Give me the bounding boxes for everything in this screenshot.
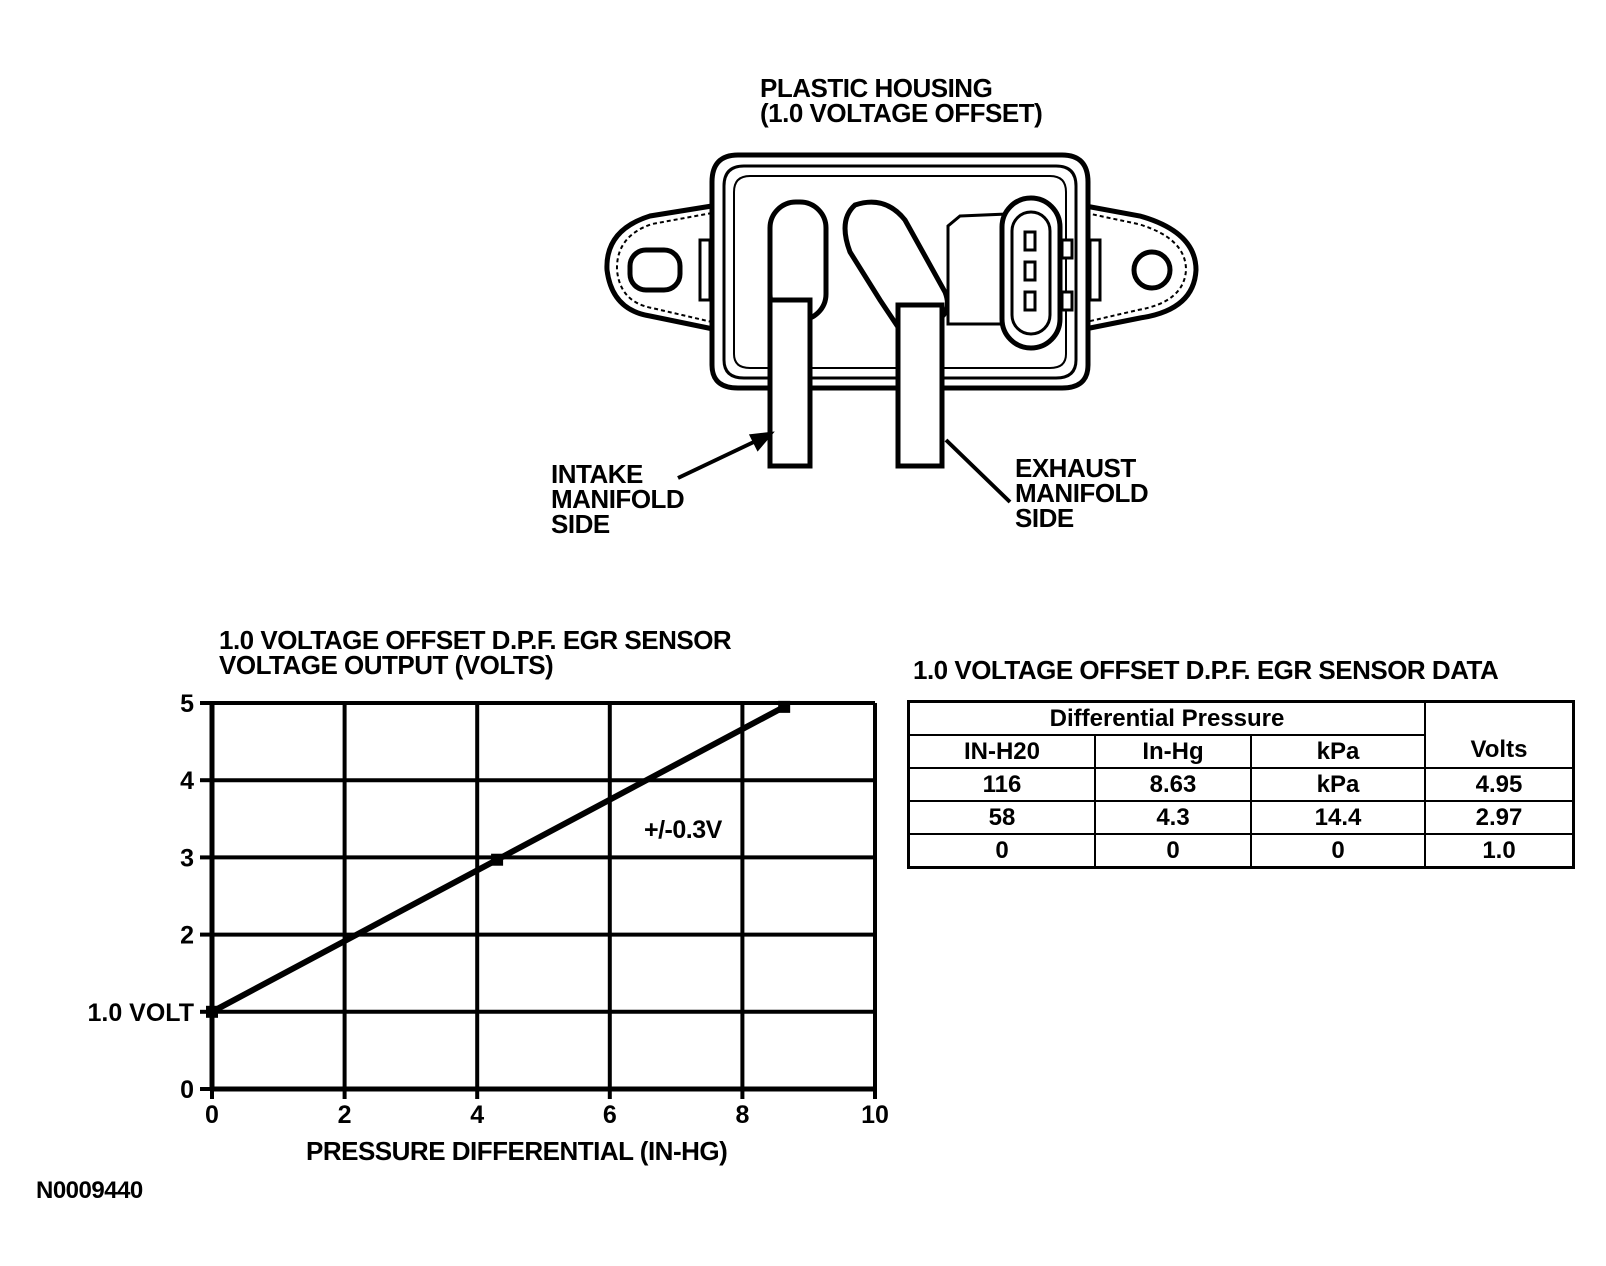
exhaust-port <box>842 199 950 469</box>
y-tick-label: 2 <box>180 922 194 950</box>
table-row: 116 8.63 kPa 4.95 <box>907 767 1575 802</box>
chart-title: 1.0 VOLTAGE OFFSET D.P.F. EGR SENSOR VOL… <box>219 625 732 680</box>
exhaust-label-line2: MANIFOLD <box>1015 478 1149 508</box>
exhaust-label: EXHAUST MANIFOLD SIDE <box>1015 453 1149 533</box>
data-point <box>778 700 791 713</box>
tolerance-annotation: +/-0.3V <box>644 816 722 844</box>
group-header-differential-pressure: Differential Pressure <box>907 700 1426 736</box>
y-tick-label: 1.0 VOLT <box>87 999 194 1027</box>
intake-leader-line <box>677 431 775 480</box>
sensor-data-table: Differential Pressure Volts IN-H20 In-Hg… <box>907 700 1575 869</box>
table-cell: 0 <box>1094 833 1252 869</box>
header-volts: Volts <box>1424 700 1575 769</box>
table-cell: 14.4 <box>1250 800 1426 835</box>
x-tick-label: 2 <box>338 1101 352 1129</box>
chart-ticks: 0 2 4 6 8 10 0 1.0 VOLT 2 3 4 5 <box>87 690 888 1129</box>
chart-title-line2: VOLTAGE OUTPUT (VOLTS) <box>219 650 554 680</box>
intake-port <box>767 199 829 469</box>
table-cell: 0 <box>1250 833 1426 869</box>
series-line <box>210 704 786 1015</box>
data-point <box>206 1005 218 1018</box>
chart-title-line1: 1.0 VOLTAGE OFFSET D.P.F. EGR SENSOR <box>219 625 732 655</box>
table-group-header-row: Differential Pressure Volts <box>907 700 1575 769</box>
intake-label-line3: SIDE <box>551 509 610 539</box>
exhaust-label-line1: EXHAUST <box>1015 453 1136 483</box>
header-in-h20: IN-H20 <box>907 734 1096 769</box>
x-axis-label: PRESSURE DIFFERENTIAL (IN-HG) <box>306 1136 728 1166</box>
right-mounting-ear <box>1079 202 1199 333</box>
sensor-diagram <box>604 152 1199 504</box>
chart-grid <box>209 701 877 1092</box>
electrical-connector <box>946 195 1074 351</box>
table-cell: kPa <box>1250 767 1426 802</box>
table-title: 1.0 VOLTAGE OFFSET D.P.F. EGR SENSOR DAT… <box>913 655 1499 685</box>
x-tick-label: 10 <box>861 1101 889 1129</box>
y-tick-label: 3 <box>180 844 194 872</box>
table-cell: 116 <box>907 767 1096 802</box>
exhaust-leader-line <box>944 438 1012 504</box>
y-tick-label: 0 <box>180 1076 194 1104</box>
table-row: 58 4.3 14.4 2.97 <box>907 800 1575 835</box>
intake-label-line2: MANIFOLD <box>551 484 685 514</box>
table-header-row: IN-H20 In-Hg kPa <box>907 734 1574 769</box>
housing-label-line1: PLASTIC HOUSING <box>760 73 993 103</box>
housing-label-line2: (1.0 VOLTAGE OFFSET) <box>760 98 1043 128</box>
table-cell: 58 <box>907 800 1096 835</box>
table-cell: 4.95 <box>1424 767 1575 802</box>
table-cell: 2.97 <box>1424 800 1575 835</box>
y-tick-label: 5 <box>180 690 194 718</box>
left-mounting-ear <box>604 202 719 333</box>
exhaust-label-line3: SIDE <box>1015 503 1074 533</box>
figure-id: N0009440 <box>36 1177 143 1204</box>
table-cell: 8.63 <box>1094 767 1252 802</box>
header-kpa: kPa <box>1250 734 1426 769</box>
chart-series <box>206 700 791 1018</box>
header-in-hg: In-Hg <box>1094 734 1252 769</box>
intake-label: INTAKE MANIFOLD SIDE <box>551 459 685 539</box>
table-cell: 0 <box>907 833 1096 869</box>
x-tick-label: 4 <box>470 1101 484 1129</box>
x-tick-label: 6 <box>603 1101 617 1129</box>
data-point <box>491 853 504 866</box>
table-row: 0 0 0 1.0 <box>907 833 1575 869</box>
intake-label-line1: INTAKE <box>551 459 643 489</box>
x-tick-label: 8 <box>735 1101 749 1129</box>
table-cell: 4.3 <box>1094 800 1252 835</box>
x-tick-label: 0 <box>205 1101 219 1129</box>
table-cell: 1.0 <box>1424 833 1575 869</box>
housing-label: PLASTIC HOUSING (1.0 VOLTAGE OFFSET) <box>760 73 1043 128</box>
y-tick-label: 4 <box>180 767 194 795</box>
